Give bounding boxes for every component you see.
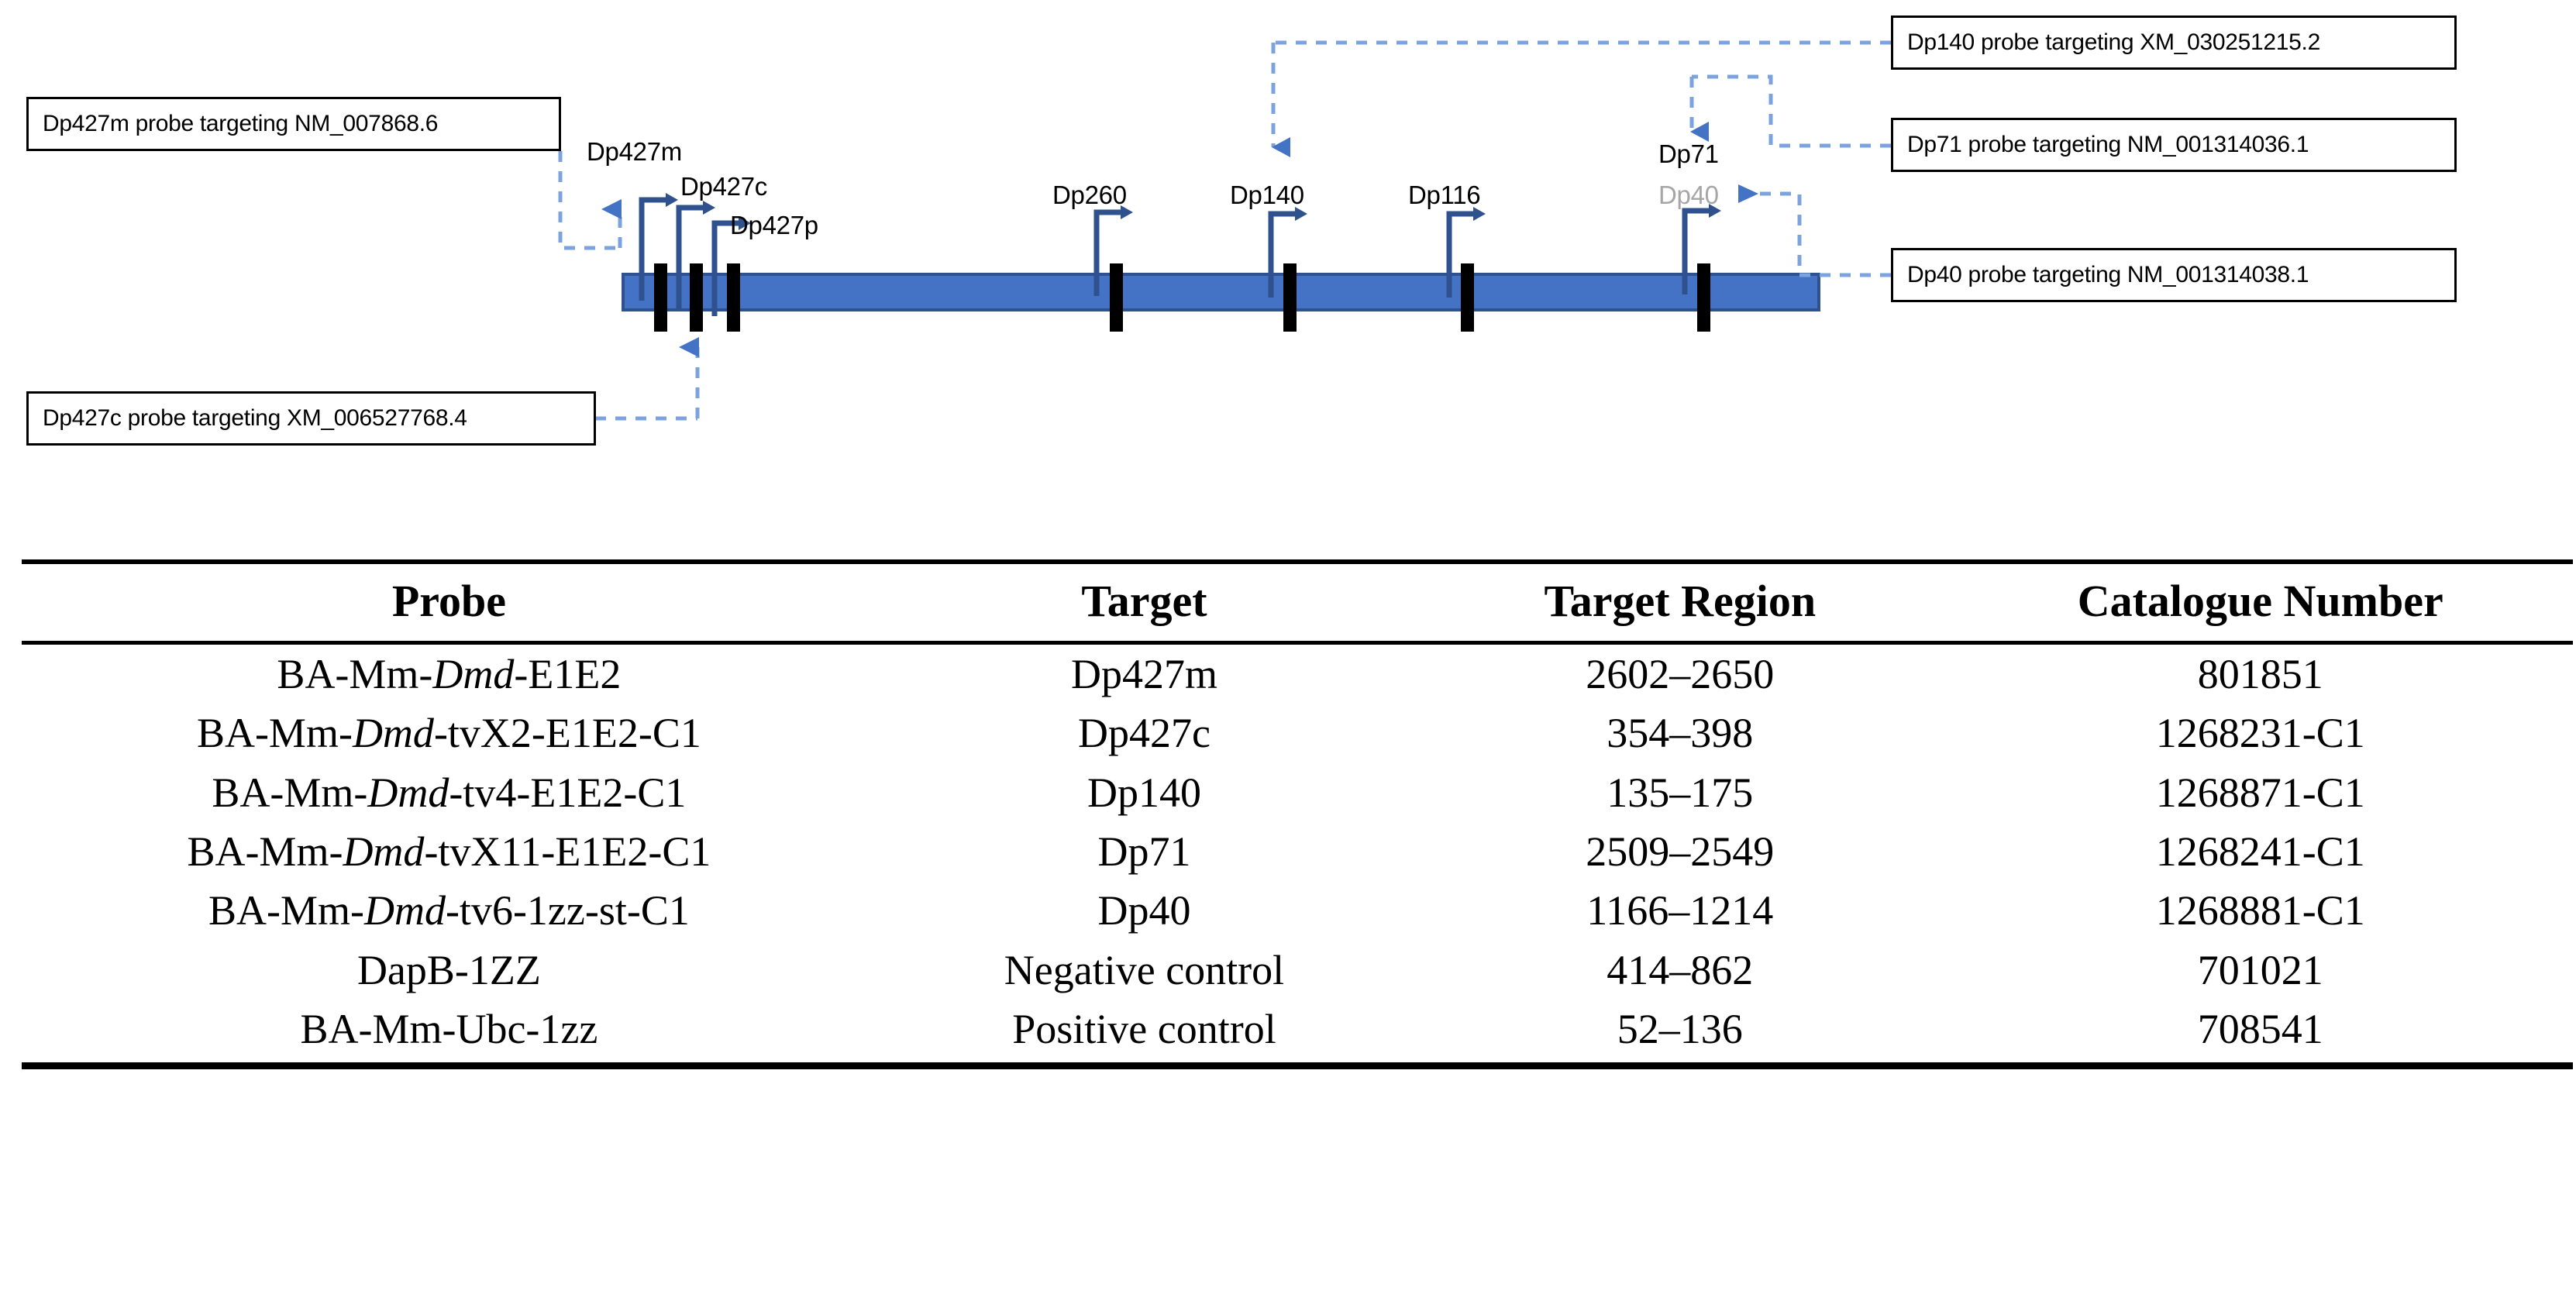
probe-gene-symbol: Dmd [343, 828, 425, 875]
promoter-label-dp427m: Dp427m [587, 137, 682, 166]
cell-probe: BA-Mm-Dmd-tvX11-E1E2-C1 [22, 822, 876, 881]
promoter-label-dp427p: Dp427p [730, 211, 818, 239]
gene-schematic-svg [558, 40, 1891, 421]
probe-name-prefix: BA-Mm- [277, 651, 433, 697]
cell-probe: BA-Mm-Dmd-tvX2-E1E2-C1 [22, 704, 876, 762]
cell-catalogue-number: 1268871-C1 [2155, 769, 2365, 816]
table-header-row: Probe Target Target Region Catalogue Num… [22, 559, 2573, 645]
callout-dp140: Dp140 probe targeting XM_030251215.2 [1891, 15, 2457, 70]
cell-catalogue-number: 1268881-C1 [2155, 887, 2365, 934]
cell-target-region: 1166–1214 [1586, 887, 1774, 934]
connector-dp40 [1738, 184, 1891, 277]
probe-gene-symbol: Dmd [432, 651, 515, 697]
promoter-label-dp260: Dp260 [1052, 181, 1127, 209]
promoter-label-dp116: Dp116 [1408, 181, 1481, 209]
probe-gene-symbol: Dmd [352, 710, 434, 757]
cell-target: Dp40 [1097, 887, 1191, 934]
probe-name-prefix: BA-Mm- [208, 887, 364, 934]
probe-name-suffix: -tv4-E1E2-C1 [449, 769, 687, 816]
cell-target: Dp427c [1077, 710, 1211, 757]
promoter-label-dp427c: Dp427c [680, 172, 767, 201]
probe-name-prefix: BA-Mm- [196, 710, 353, 757]
column-header-probe: Probe [22, 559, 876, 645]
callout-dp71: Dp71 probe targeting NM_001314036.1 [1891, 118, 2457, 172]
promoter-arrows [639, 193, 1721, 316]
probe-name-prefix: BA-Mm- [187, 828, 343, 875]
cell-target-region: 414–862 [1607, 946, 1754, 993]
probe-name-suffix: -tvX11-E1E2-C1 [424, 828, 711, 875]
promoter-label-dp40: Dp40 [1658, 181, 1719, 209]
promoter-arrow-dp427m [639, 193, 678, 301]
cell-catalogue-number: 1268241-C1 [2155, 828, 2365, 875]
callout-dp40: Dp40 probe targeting NM_001314038.1 [1891, 248, 2457, 302]
dmd-gene-body [622, 273, 1820, 311]
cell-target-region: 2509–2549 [1586, 828, 1775, 875]
promoter-arrow-dp140 [1268, 207, 1307, 298]
cell-catalogue-number: 1268231-C1 [2155, 710, 2365, 757]
promoter-arrow-dp71-dp40 [1682, 204, 1721, 294]
cell-target: Dp71 [1097, 828, 1191, 875]
probe-gene-symbol: Dmd [367, 769, 449, 816]
cell-target-region: 135–175 [1607, 769, 1754, 816]
probe-name-suffix: -tv6-1zz-st-C1 [445, 887, 690, 934]
cell-probe: BA-Mm-Dmd-tv4-E1E2-C1 [22, 763, 876, 822]
probe-name-suffix: -E1E2 [514, 651, 622, 697]
probe-name-prefix: BA-Mm- [212, 769, 368, 816]
probe-gene-symbol: Dmd [363, 887, 446, 934]
cell-target: Dp427m [1070, 651, 1217, 697]
probe-table-container: Probe Target Target Region Catalogue Num… [22, 559, 2573, 1070]
table-row: BA-Mm-Dmd-tvX11-E1E2-C1 Dp71 2509–2549 1268… [22, 822, 2573, 881]
table-row: DapB-1ZZ Negative control 414–862 701021 [22, 941, 2573, 1000]
table-row: BA-Mm-Dmd-tvX2-E1E2-C1 Dp427c 354–398 12682… [22, 704, 2573, 762]
probe-table-head: Probe Target Target Region Catalogue Num… [22, 559, 2573, 645]
exon-tick-marks [654, 263, 1710, 332]
promoter-arrow-dp427c [676, 201, 715, 308]
cell-catalogue-number: 708541 [1947, 999, 2573, 1070]
cell-target-region: 2602–2650 [1586, 651, 1775, 697]
cell-catalogue-number: 801851 [2197, 651, 2323, 697]
promoter-arrow-dp116 [1446, 207, 1486, 298]
probe-table: Probe Target Target Region Catalogue Num… [22, 559, 2573, 1070]
callout-dp427c: Dp427c probe targeting XM_006527768.4 [26, 391, 596, 446]
column-header-target: Target [876, 559, 1413, 645]
promoter-label-dp71: Dp71 [1658, 139, 1719, 168]
connector-dp71 [1692, 74, 1891, 148]
cell-target-region: 354–398 [1607, 710, 1754, 757]
callout-dp427m: Dp427m probe targeting NM_007868.6 [26, 97, 561, 151]
cell-catalogue-number: 701021 [2197, 946, 2323, 993]
cell-probe: BA-Mm-Dmd-tv6-1zz-st-C1 [22, 881, 876, 940]
column-header-catalogue-number: Catalogue Number [1947, 559, 2573, 645]
gene-schematic-diagram: Dp427m Dp427c Dp427p Dp260 Dp140 Dp116 D… [0, 0, 2576, 542]
promoter-arrow-dp260 [1093, 205, 1133, 296]
cell-target-region: 52–136 [1412, 999, 1948, 1070]
promoter-label-dp140: Dp140 [1230, 181, 1304, 209]
cell-target: Dp140 [1087, 769, 1201, 816]
promoter-arrow-dp427p [711, 216, 751, 316]
cell-target: Positive control [876, 999, 1413, 1070]
cell-probe: DapB-1ZZ [356, 946, 541, 993]
column-header-target-region: Target Region [1412, 559, 1948, 645]
probe-name-suffix: -tvX2-E1E2-C1 [433, 710, 701, 757]
cell-target: Negative control [1004, 946, 1285, 993]
cell-probe: BA-Mm-Ubc-1zz [22, 999, 876, 1070]
cell-probe: BA-Mm-Dmd-E1E2 [22, 643, 876, 704]
callout-connectors [558, 40, 1891, 421]
table-row: BA-Mm-Dmd-E1E2 Dp427m 2602–2650 801851 [22, 643, 2573, 704]
table-row: BA-Mm-Dmd-tv6-1zz-st-C1 Dp40 1166–1214 1268… [22, 881, 2573, 940]
table-row: BA-Mm-Dmd-tv4-E1E2-C1 Dp140 135–175 1268871… [22, 763, 2573, 822]
